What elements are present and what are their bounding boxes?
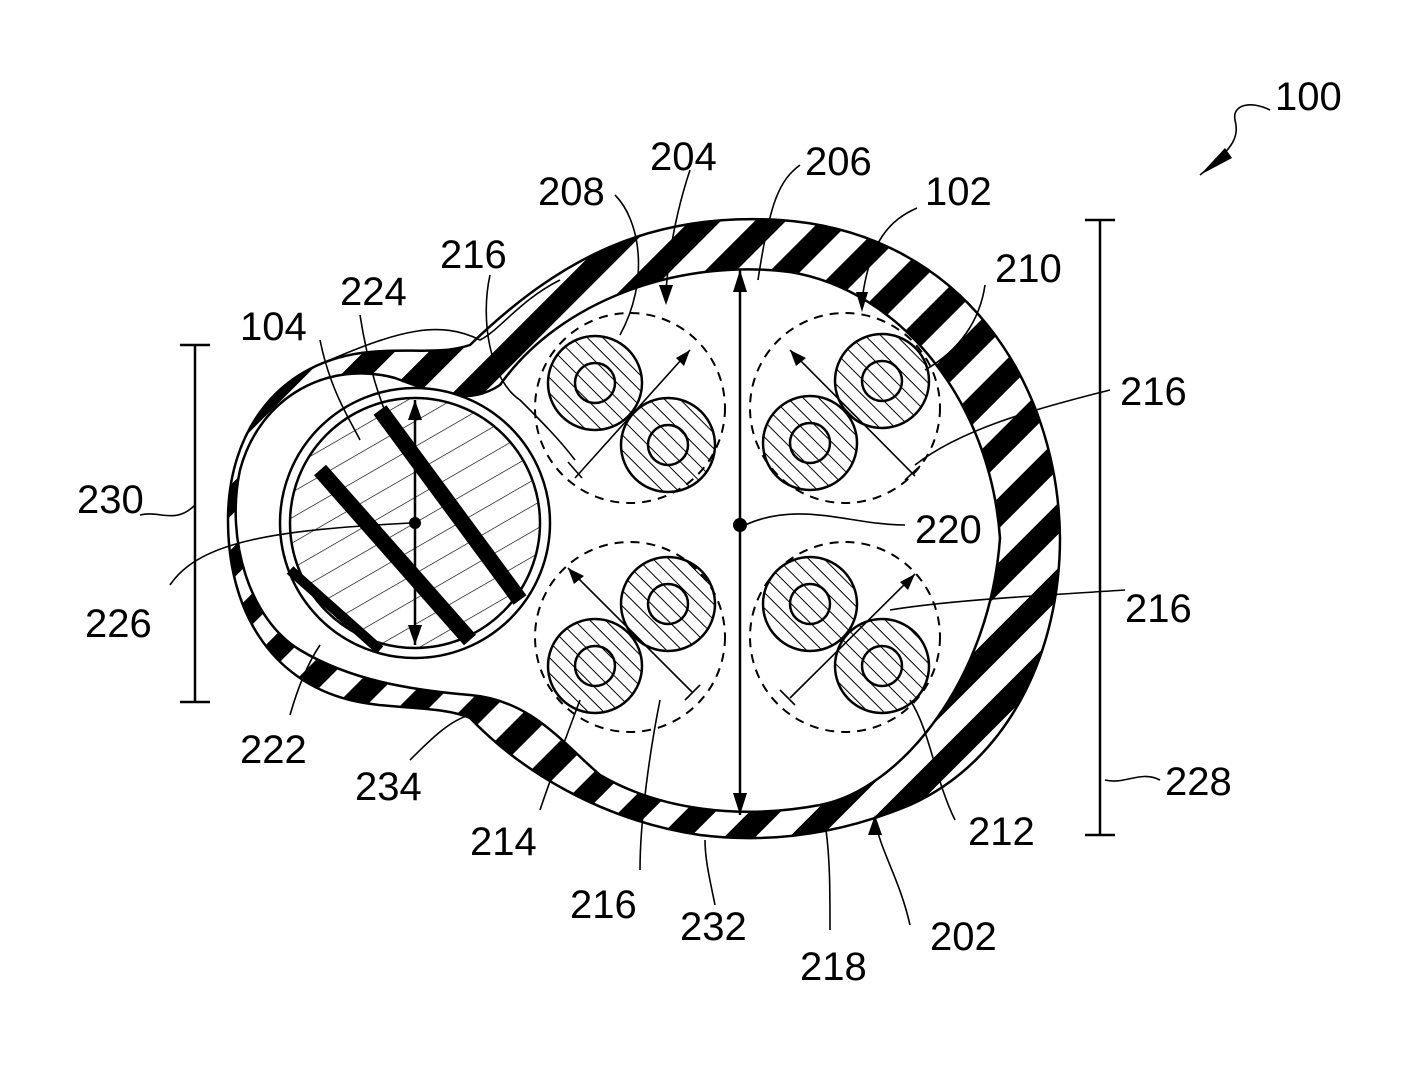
label-216-bottom: 216 [570,883,637,927]
label-212: 212 [968,810,1035,854]
label-218: 218 [800,945,867,989]
label-210: 210 [995,247,1062,291]
twisted-pair-214 [534,541,726,733]
label-224: 224 [340,270,407,314]
leader-lines [139,104,1271,931]
twisted-pair-210 [749,312,941,504]
twisted-pair-212 [749,541,941,733]
label-228: 228 [1165,760,1232,804]
reference-labels: 100 102 104 202 204 206 208 210 212 214 … [77,75,1342,989]
label-220: 220 [915,508,982,552]
label-204: 204 [650,135,717,179]
label-226: 226 [85,602,152,646]
label-232: 232 [680,905,747,949]
label-216-top-left: 216 [440,233,507,277]
height-bracket-230 [180,343,210,704]
center-dimension-206 [733,270,747,815]
label-208: 208 [538,170,605,214]
label-216-right-upper: 216 [1120,370,1187,414]
label-230: 230 [77,478,144,522]
label-100: 100 [1275,75,1342,119]
label-102: 102 [925,170,992,214]
label-234: 234 [355,765,422,809]
cable-104-section [278,386,552,660]
label-214: 214 [470,820,537,864]
label-216-right-lower: 216 [1125,587,1192,631]
label-104: 104 [240,305,307,349]
label-206: 206 [805,140,872,184]
height-bracket-228 [1085,218,1115,837]
twisted-pair-208 [534,312,726,504]
label-222: 222 [240,728,307,772]
label-202: 202 [930,915,997,959]
